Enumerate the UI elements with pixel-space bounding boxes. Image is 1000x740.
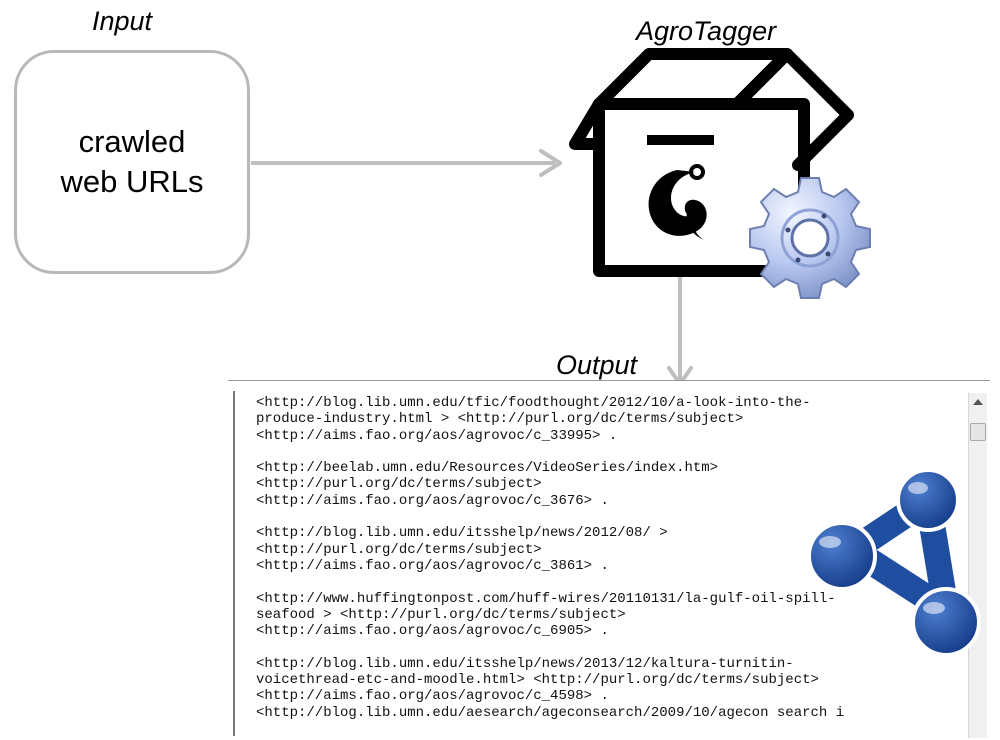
panel-left-edge <box>233 391 235 736</box>
output-text-line: <http://aims.fao.org/aos/agrovoc/c_33995… <box>256 427 618 444</box>
output-label: Output <box>556 350 638 380</box>
output-text-line: <http://purl.org/dc/terms/subject> <box>256 541 542 558</box>
input-line-2: web URLs <box>60 164 204 199</box>
rdf-share-icon <box>807 468 981 657</box>
hook-emblem-icon <box>648 164 707 240</box>
input-line-1: crawled <box>78 124 186 159</box>
input-box: crawled web URLs <box>14 50 250 274</box>
output-text-line: produce-industry.html > <http://purl.org… <box>256 411 744 428</box>
output-text-line: <http://aims.fao.org/aos/agrovoc/c_3676>… <box>256 492 609 509</box>
input-to-agrotagger-arrow <box>251 149 562 177</box>
scroll-up-arrow-icon[interactable] <box>969 393 987 411</box>
agrotagger-label: AgroTagger <box>636 16 777 46</box>
output-text-line: voicethread-etc-and-moodle.html> <http:/… <box>256 672 819 689</box>
output-text-line: <http://blog.lib.umn.edu/itsshelp/news/2… <box>256 655 794 672</box>
vertical-scrollbar[interactable] <box>968 393 987 738</box>
output-text-line: <http://aims.fao.org/aos/agrovoc/c_3861>… <box>256 557 609 574</box>
output-text-line: seafood > <http://purl.org/dc/terms/subj… <box>256 606 626 623</box>
output-text-line: <http://blog.lib.umn.edu/aesearch/agecon… <box>256 704 845 721</box>
output-text-line: <http://www.huffingtonpost.com/huff-wire… <box>256 590 836 607</box>
output-text-line: <http://beelab.umn.edu/Resources/VideoSe… <box>256 460 719 477</box>
output-text-line: <http://aims.fao.org/aos/agrovoc/c_4598>… <box>256 688 609 705</box>
output-text-area: <http://blog.lib.umn.edu/tfic/foodthough… <box>256 395 966 721</box>
blank-line <box>256 444 966 460</box>
gear-icon <box>749 177 871 299</box>
scroll-thumb[interactable] <box>970 423 986 441</box>
output-text-line: <http://purl.org/dc/terms/subject> <box>256 476 542 493</box>
output-text-line: <http://blog.lib.umn.edu/itsshelp/news/2… <box>256 525 668 542</box>
output-text-line: <http://aims.fao.org/aos/agrovoc/c_6905>… <box>256 623 609 640</box>
output-text-line: <http://blog.lib.umn.edu/tfic/foodthough… <box>256 395 811 411</box>
input-label: Input <box>92 6 153 36</box>
